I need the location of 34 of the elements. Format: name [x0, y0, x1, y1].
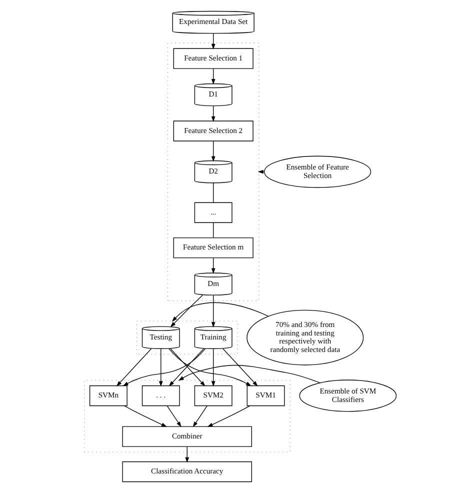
arrow — [166, 405, 181, 428]
arrow — [206, 405, 250, 427]
arrow — [192, 405, 207, 428]
node-box: Feature Selection 2 — [172, 120, 253, 142]
arrow — [210, 106, 215, 122]
arrow — [210, 68, 215, 85]
node-box: Feature Selection 1 — [172, 48, 253, 69]
arrow — [222, 348, 258, 386]
arrow — [122, 348, 206, 386]
node-box: SVMn — [88, 385, 127, 406]
node-box: SVM1 — [246, 385, 284, 406]
node-ellipse: Ensemble of SVM Classifiers — [298, 380, 396, 412]
arrow — [158, 348, 162, 387]
node-box: ... — [194, 202, 232, 223]
arrow — [116, 348, 152, 386]
connector — [212, 182, 214, 203]
node-box: Feature Selection m — [172, 237, 253, 258]
node-ellipse: 70% and 30% from training and testing respectively with randomly selected data — [246, 310, 364, 366]
arrow — [210, 294, 215, 328]
arrow — [170, 294, 202, 328]
arrow — [124, 405, 166, 427]
connector — [212, 222, 214, 238]
node-box: SVM2 — [194, 385, 232, 406]
node-box: Classification Accuracy — [122, 461, 252, 482]
arrow — [184, 446, 189, 463]
arrow — [168, 348, 251, 386]
arrow — [178, 364, 320, 384]
arrow — [210, 258, 215, 274]
node-box: . . . — [141, 385, 180, 406]
arrow — [210, 348, 215, 387]
arrow — [171, 302, 268, 322]
node-box: Combiner — [122, 426, 252, 447]
arrow — [210, 140, 215, 162]
arrow — [210, 33, 215, 50]
